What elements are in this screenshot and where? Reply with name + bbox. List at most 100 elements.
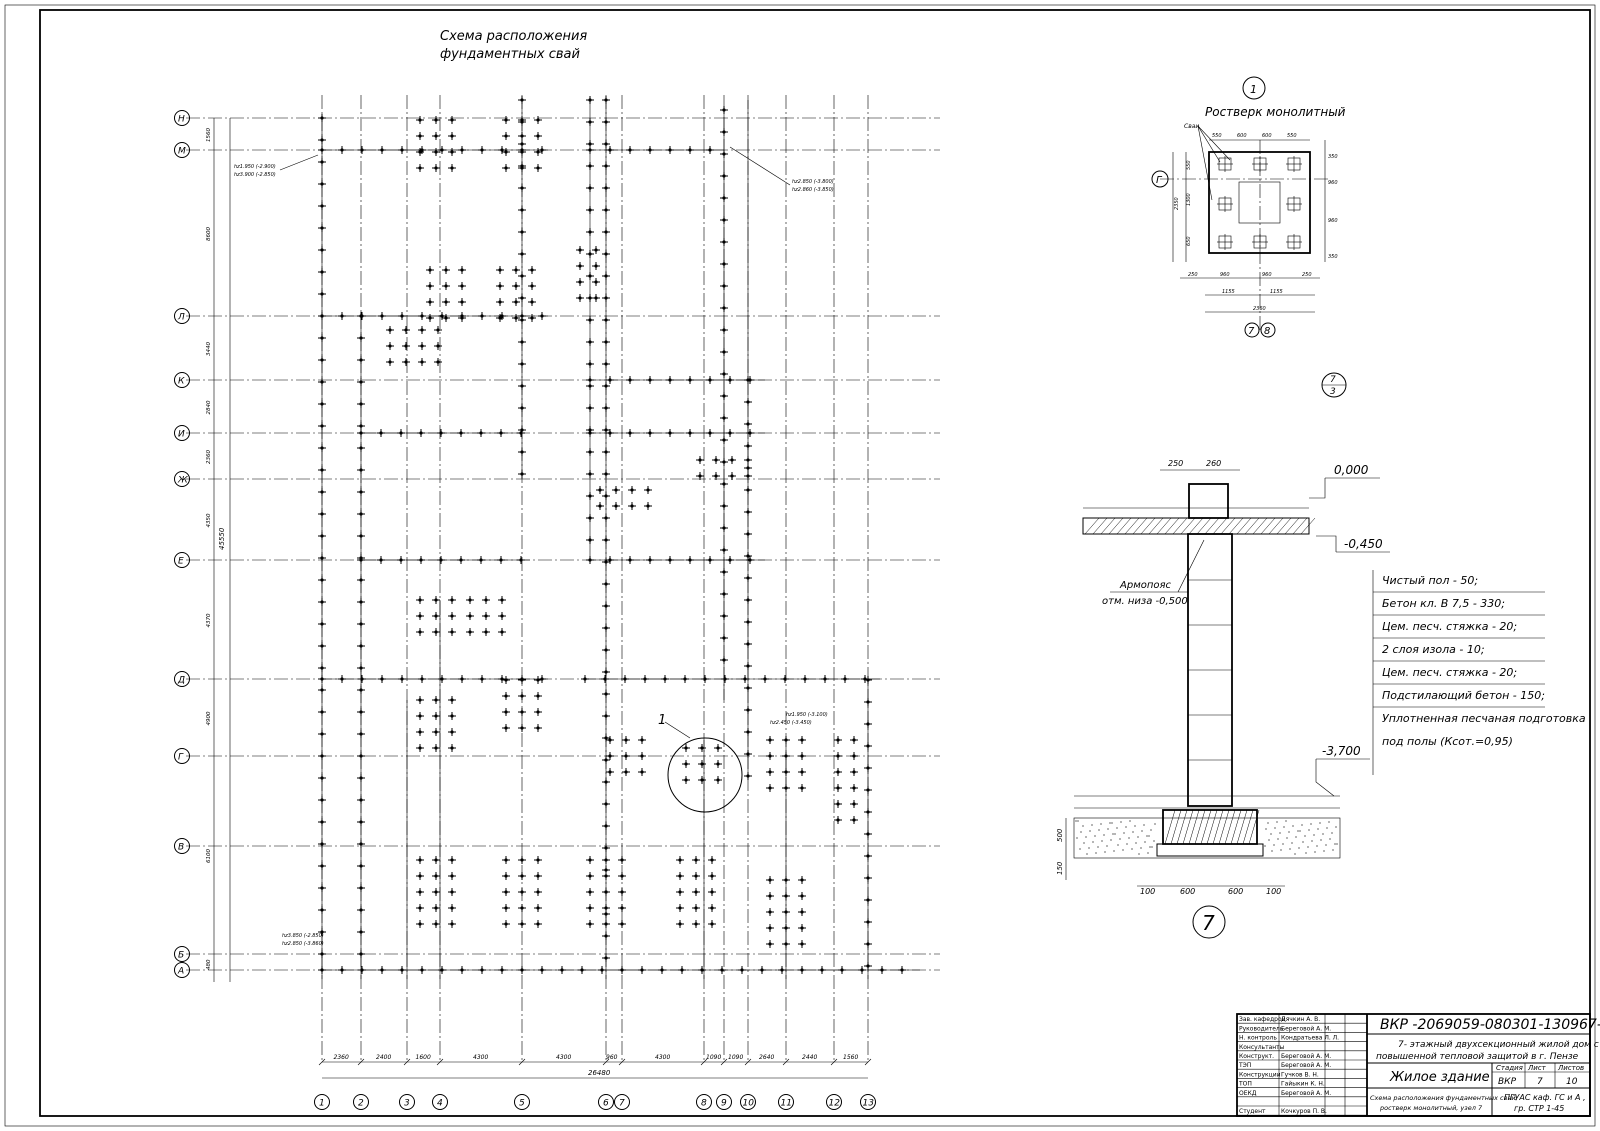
pile xyxy=(588,378,592,382)
sand-dot xyxy=(1131,848,1133,850)
row-axis-circle xyxy=(174,425,190,441)
grillage-right-dim: 350 xyxy=(1328,154,1338,160)
pile xyxy=(668,148,672,152)
pile xyxy=(498,316,502,320)
pile xyxy=(594,248,598,252)
pile xyxy=(434,614,438,618)
pile xyxy=(418,614,422,618)
pile xyxy=(604,780,608,784)
section-bottom-dim-4: 100 xyxy=(1266,887,1281,896)
pile xyxy=(320,248,324,252)
slab-hatch-line xyxy=(1300,517,1316,535)
pile xyxy=(536,710,540,714)
pile xyxy=(436,328,440,332)
grillage-left-total: 2350 xyxy=(1174,197,1180,210)
pile xyxy=(678,890,682,894)
pile xyxy=(784,926,788,930)
pile xyxy=(359,644,363,648)
pile xyxy=(746,576,750,580)
pile xyxy=(418,746,422,750)
pile xyxy=(620,874,624,878)
pile xyxy=(320,446,324,450)
pile xyxy=(768,878,772,882)
pile xyxy=(420,344,424,348)
pile xyxy=(743,677,747,681)
column-axis-circle xyxy=(432,1094,448,1110)
pile xyxy=(588,148,592,152)
pile xyxy=(604,340,608,344)
pile xyxy=(620,858,624,862)
pile xyxy=(604,252,608,256)
slab-hatch-line xyxy=(1236,517,1252,535)
pile xyxy=(504,858,508,862)
grillage-piles xyxy=(1217,156,1302,250)
pile xyxy=(866,744,870,748)
pile xyxy=(320,908,324,912)
pile xyxy=(746,708,750,712)
pile-leader-3 xyxy=(1197,125,1231,161)
pile xyxy=(536,678,540,682)
pile xyxy=(588,274,592,278)
pile xyxy=(520,874,524,878)
row-axis-circle xyxy=(174,671,190,687)
slab-hatch-line xyxy=(1156,517,1172,535)
pile xyxy=(746,458,750,462)
pile xyxy=(784,770,788,774)
pile xyxy=(604,868,608,872)
pile xyxy=(588,142,592,146)
pile xyxy=(722,416,726,420)
pile xyxy=(359,842,363,846)
pile xyxy=(746,554,750,558)
pile xyxy=(404,360,408,364)
pile xyxy=(588,472,592,476)
pile xyxy=(520,166,524,170)
sand-dot xyxy=(1103,834,1105,836)
tb-name: Гучков В. Н. xyxy=(1281,1071,1319,1078)
pile xyxy=(520,150,524,154)
sand-dot xyxy=(1307,846,1309,848)
sand-dot xyxy=(1314,851,1316,853)
pile xyxy=(604,736,608,740)
sand-dot xyxy=(1292,825,1294,827)
pile xyxy=(379,431,383,435)
column-axis-circle xyxy=(778,1094,794,1110)
tb-name: Береговой А. М. xyxy=(1281,1053,1331,1060)
pile xyxy=(746,400,750,404)
pile xyxy=(604,874,608,878)
pile xyxy=(763,677,767,681)
column-axis-circle xyxy=(353,1094,369,1110)
sand-dot xyxy=(1335,826,1337,828)
tb-name: Береговой А. М. xyxy=(1281,1025,1331,1032)
foundation-walls xyxy=(321,100,920,979)
slab-hatch-line xyxy=(1188,517,1204,535)
sand-dot xyxy=(1291,842,1293,844)
slab-hatch-line xyxy=(1164,517,1180,535)
slab-hatch-line xyxy=(1228,517,1244,535)
sand-dot xyxy=(1086,853,1088,855)
pile-layout-plan: Схема расположения фундаментных свай НМЛ… xyxy=(174,29,940,1110)
sand-dot xyxy=(1134,825,1136,827)
level-slab-leader xyxy=(1316,535,1337,552)
pile xyxy=(722,636,726,640)
pile xyxy=(746,444,750,448)
tb-role: Консультанты xyxy=(1239,1044,1285,1051)
sand-dot xyxy=(1151,846,1153,848)
row-axis-circle xyxy=(174,838,190,854)
sand-dot xyxy=(1279,832,1281,834)
sand-dot xyxy=(1125,826,1127,828)
pile xyxy=(866,766,870,770)
building-name: Жилое здание xyxy=(1389,1070,1490,1085)
pile xyxy=(784,910,788,914)
row-axis-label: А xyxy=(177,967,184,977)
pile xyxy=(703,677,707,681)
pile xyxy=(434,746,438,750)
pile xyxy=(840,968,844,972)
pile xyxy=(440,314,444,318)
pile xyxy=(604,956,608,960)
pile xyxy=(836,754,840,758)
sand-dot xyxy=(1301,824,1303,826)
pile xyxy=(504,890,508,894)
pile xyxy=(604,98,608,102)
pile xyxy=(746,488,750,492)
pile xyxy=(716,762,720,766)
